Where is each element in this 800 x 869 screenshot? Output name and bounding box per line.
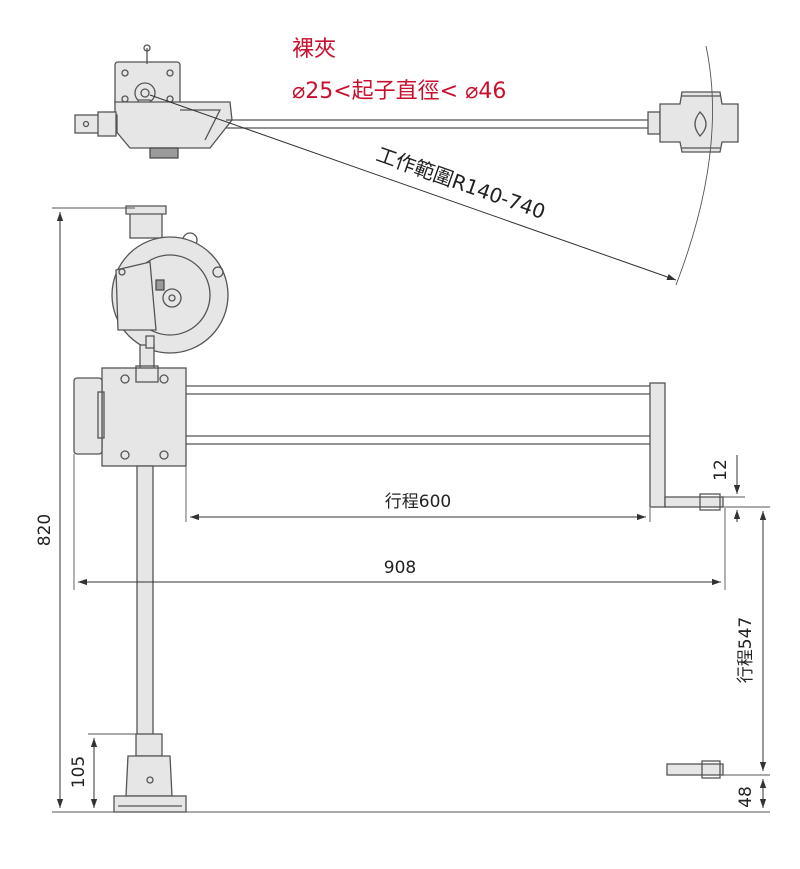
- dimension-12: 12: [711, 455, 770, 522]
- top-view-assembly: [74, 44, 739, 159]
- side-view-assembly: [73, 205, 724, 813]
- dim-908-label: 908: [384, 558, 416, 578]
- working-range-radius-line: [149, 94, 677, 281]
- dimension-stroke-600: 行程600: [185, 466, 651, 522]
- working-range-arc: [675, 45, 713, 286]
- dimension-48: 48: [736, 779, 767, 808]
- dim-820-label: 820: [35, 514, 55, 546]
- dim-12-label: 12: [711, 459, 731, 481]
- diameter-range-label: ⌀25<起子直徑< ⌀46: [292, 79, 506, 104]
- dim-stroke-600-label: 行程600: [385, 492, 451, 512]
- dimension-105: 105: [69, 733, 136, 808]
- dim-stroke-547-label: 行程547: [736, 617, 756, 683]
- dimension-stroke-547: 行程547: [722, 511, 770, 776]
- clamp-label: 裸夾: [292, 37, 336, 62]
- dim-48-label: 48: [736, 786, 756, 808]
- dim-105-label: 105: [69, 756, 89, 788]
- dimension-820: 820: [35, 207, 135, 808]
- dimension-908: 908: [73, 454, 726, 590]
